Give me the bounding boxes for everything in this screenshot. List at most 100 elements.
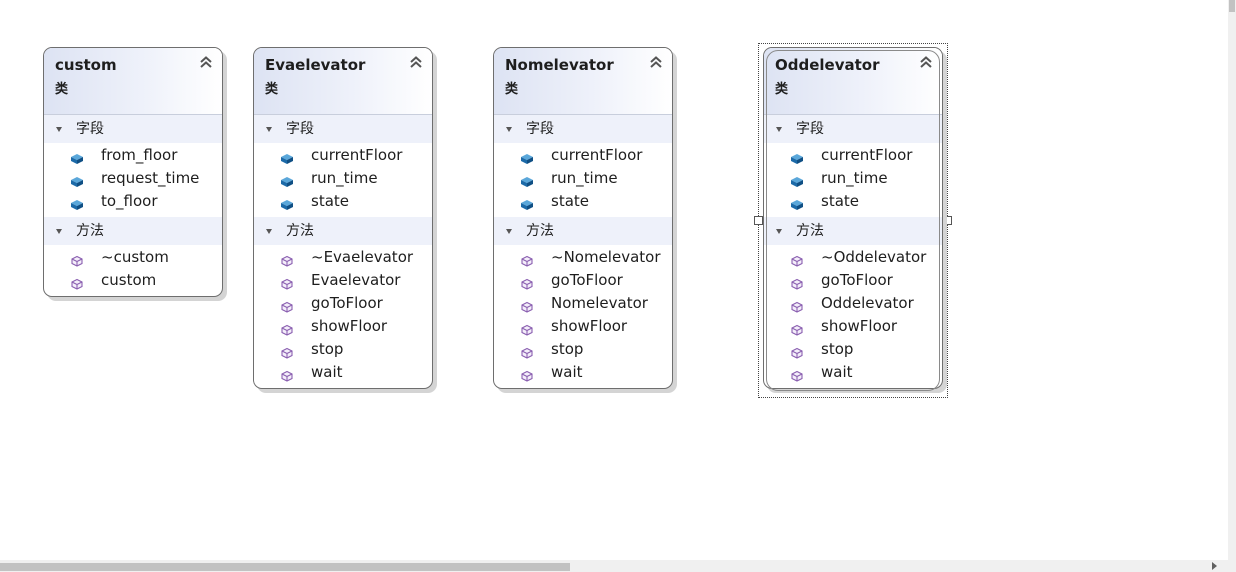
class-box-custom[interactable]: custom 类 字段 from_floor request_time to_flo…: [43, 47, 223, 297]
method-item[interactable]: Oddelevator: [764, 292, 942, 315]
method-item[interactable]: goToFloor: [764, 269, 942, 292]
method-name: ~custom: [101, 248, 169, 266]
triangle-down-icon[interactable]: [266, 127, 272, 132]
method-name: stop: [311, 340, 344, 358]
methods-section-header[interactable]: 方法: [44, 217, 222, 245]
methods-list: ~custom custom: [44, 245, 222, 296]
field-item[interactable]: state: [254, 190, 432, 213]
field-item[interactable]: currentFloor: [764, 144, 942, 167]
fields-section-header[interactable]: 字段: [254, 115, 432, 143]
method-item[interactable]: ~custom: [44, 246, 222, 269]
vertical-scrollbar[interactable]: [1228, 0, 1236, 560]
field-icon: [790, 172, 804, 187]
method-item[interactable]: stop: [494, 338, 672, 361]
field-icon: [70, 172, 84, 187]
resize-handle-left[interactable]: [754, 216, 763, 225]
method-icon: [280, 251, 294, 267]
triangle-down-icon[interactable]: [266, 229, 272, 234]
method-item[interactable]: Nomelevator: [494, 292, 672, 315]
method-item[interactable]: wait: [494, 361, 672, 384]
field-item[interactable]: to_floor: [44, 190, 222, 213]
double-chevron-up-icon[interactable]: [408, 54, 424, 70]
field-item[interactable]: run_time: [494, 167, 672, 190]
method-icon: [280, 297, 294, 313]
field-icon: [520, 172, 534, 187]
field-icon: [280, 195, 294, 210]
field-icon: [790, 195, 804, 210]
field-item[interactable]: state: [494, 190, 672, 213]
field-item[interactable]: state: [764, 190, 942, 213]
method-name: showFloor: [311, 317, 388, 335]
field-item[interactable]: run_time: [254, 167, 432, 190]
method-item[interactable]: ~Evaelevator: [254, 246, 432, 269]
method-icon: [520, 274, 534, 290]
field-name: to_floor: [101, 192, 158, 210]
method-name: goToFloor: [551, 271, 623, 289]
method-name: Nomelevator: [551, 294, 648, 312]
field-item[interactable]: run_time: [764, 167, 942, 190]
method-item[interactable]: goToFloor: [494, 269, 672, 292]
method-item[interactable]: ~Nomelevator: [494, 246, 672, 269]
fields-section-header[interactable]: 字段: [494, 115, 672, 143]
field-name: state: [311, 192, 349, 210]
triangle-down-icon[interactable]: [506, 229, 512, 234]
methods-section-header[interactable]: 方法: [254, 217, 432, 245]
method-item[interactable]: goToFloor: [254, 292, 432, 315]
methods-section-header[interactable]: 方法: [764, 217, 942, 245]
method-icon: [790, 320, 804, 336]
vertical-scrollbar-thumb[interactable]: [1229, 0, 1235, 12]
method-item[interactable]: stop: [254, 338, 432, 361]
field-item[interactable]: request_time: [44, 167, 222, 190]
method-item[interactable]: ~Oddelevator: [764, 246, 942, 269]
method-name: Oddelevator: [821, 294, 914, 312]
class-header[interactable]: Oddelevator 类: [764, 48, 942, 115]
horizontal-scrollbar-thumb[interactable]: [0, 563, 570, 571]
method-icon: [790, 297, 804, 313]
triangle-down-icon[interactable]: [776, 127, 782, 132]
field-item[interactable]: currentFloor: [254, 144, 432, 167]
class-header[interactable]: custom 类: [44, 48, 222, 115]
method-item[interactable]: showFloor: [254, 315, 432, 338]
method-item[interactable]: stop: [764, 338, 942, 361]
fields-section-label: 字段: [76, 121, 104, 137]
class-header[interactable]: Evaelevator 类: [254, 48, 432, 115]
triangle-down-icon[interactable]: [506, 127, 512, 132]
field-name: request_time: [101, 169, 200, 187]
double-chevron-up-icon[interactable]: [198, 54, 214, 70]
resize-handle-right[interactable]: [943, 216, 952, 225]
methods-section-header[interactable]: 方法: [494, 217, 672, 245]
fields-section-header[interactable]: 字段: [764, 115, 942, 143]
class-name: Nomelevator: [505, 56, 614, 74]
method-item[interactable]: showFloor: [764, 315, 942, 338]
method-name: stop: [551, 340, 584, 358]
triangle-down-icon[interactable]: [56, 127, 62, 132]
horizontal-scrollbar[interactable]: [0, 560, 1236, 572]
triangle-down-icon[interactable]: [776, 229, 782, 234]
triangle-down-icon[interactable]: [56, 229, 62, 234]
fields-section-label: 字段: [526, 121, 554, 137]
scroll-right-arrow-icon[interactable]: [1212, 562, 1217, 570]
method-item[interactable]: Evaelevator: [254, 269, 432, 292]
method-item[interactable]: showFloor: [494, 315, 672, 338]
class-diagram-canvas[interactable]: custom 类 字段 from_floor request_time to_flo…: [0, 0, 1228, 560]
method-name: ~Evaelevator: [311, 248, 414, 266]
method-icon: [520, 366, 534, 382]
field-item[interactable]: from_floor: [44, 144, 222, 167]
method-item[interactable]: wait: [254, 361, 432, 384]
fields-section-header[interactable]: 字段: [44, 115, 222, 143]
double-chevron-up-icon[interactable]: [918, 54, 934, 70]
double-chevron-up-icon[interactable]: [648, 54, 664, 70]
class-header[interactable]: Nomelevator 类: [494, 48, 672, 115]
field-item[interactable]: currentFloor: [494, 144, 672, 167]
method-item[interactable]: custom: [44, 269, 222, 292]
class-kind: 类: [265, 82, 279, 97]
method-item[interactable]: wait: [764, 361, 942, 384]
class-kind: 类: [505, 82, 519, 97]
method-icon: [520, 320, 534, 336]
